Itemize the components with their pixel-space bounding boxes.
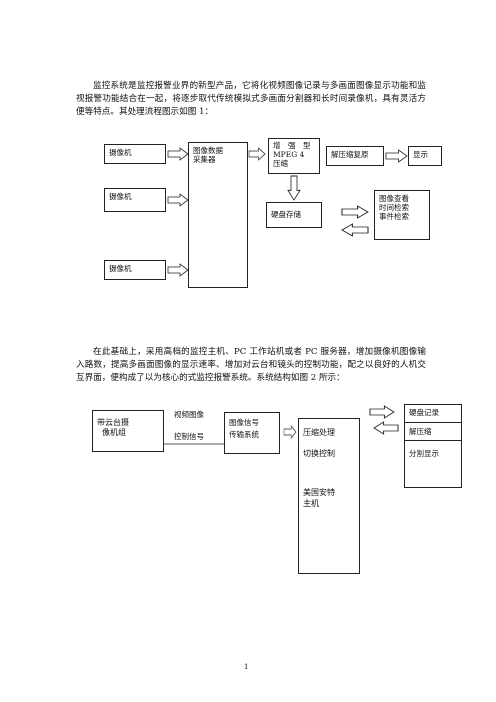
camera-group-box: 带云台摄 像机组 [92,410,164,452]
transmission-system-box: 图像信号 传输系统 [224,412,280,454]
image-collector-box: 图像数据 采集器 [188,142,248,288]
disk-record-label: 硬盘记录 [405,405,461,423]
camera-box-3: 摄像机 [104,260,166,280]
decompress-label: 解压缩 [409,427,432,436]
host-switch: 切换控制 [303,449,335,458]
camera-group-line-1: 带云台摄 [97,418,129,427]
disk-label: 硬盘存储 [271,210,301,219]
arrow-icon [369,405,395,419]
collector-line-1: 图像数据 [193,146,223,155]
arrow-icon [283,425,297,439]
arrow-icon [167,193,189,207]
camera-box-2: 摄像机 [104,188,166,212]
query-box: 图像查看 时间检索 事件检索 [374,190,430,240]
transmission-line-1: 图像信号 [229,418,259,427]
host-brand: 美国安特 [303,488,335,497]
arrow-left-icon [341,223,369,237]
decompress-box: 解压缩复原 [326,146,384,166]
mpeg-compression-box: 增 强 型 MPEG 4 压缩 [268,138,320,174]
arrow-left-icon [373,421,399,435]
output-box: 硬盘记录 解压缩 分割显示 [404,404,462,488]
mpeg-line-1: 增 强 型 [273,141,311,150]
collector-line-2: 采集器 [193,155,216,164]
query-line-2: 时间检索 [379,203,409,212]
arrow-down-icon [287,175,301,201]
camera-label: 摄像机 [109,148,132,157]
query-line-3: 事件检索 [379,212,409,221]
host-compress: 压缩处理 [303,428,335,437]
transmission-line-2: 传输系统 [229,430,259,439]
arrow-icon [385,149,408,163]
structure-paragraph: 在此基础上，采用高档的监控主机、PC 工作站机或者 PC 服务器，增加摄像机图像… [76,347,426,383]
camera-box-1: 摄像机 [104,144,166,164]
arrow-icon [167,263,189,277]
display-label: 显示 [413,150,428,159]
camera-label: 摄像机 [109,264,132,273]
arrow-icon [248,147,266,161]
split-display-label: 分割显示 [405,440,461,466]
intro-paragraph: 监控系统是监控报警业界的新型产品，它将化视频图像记录与多画面图像显示功能和监视报… [76,81,426,117]
mpeg-line-2: MPEG 4 [273,150,305,159]
display-box: 显示 [408,146,442,166]
host-box: 压缩处理 切换控制 美国安特 主机 [298,418,360,574]
query-line-1: 图像查看 [379,194,409,203]
arrow-icon [167,147,189,161]
host-unit: 主机 [303,499,319,508]
page-number: 1 [244,663,249,671]
disk-storage-box: 硬盘存储 [266,202,322,228]
mpeg-line-3: 压缩 [273,159,288,168]
arrow-icon [341,205,369,219]
video-signal-label: 视频图像 [174,410,204,419]
camera-label: 摄像机 [109,192,132,201]
camera-group-line-2: 像机组 [102,428,126,437]
decompress-label: 解压缩复原 [331,150,369,159]
control-signal-label: 控制信号 [174,432,204,441]
